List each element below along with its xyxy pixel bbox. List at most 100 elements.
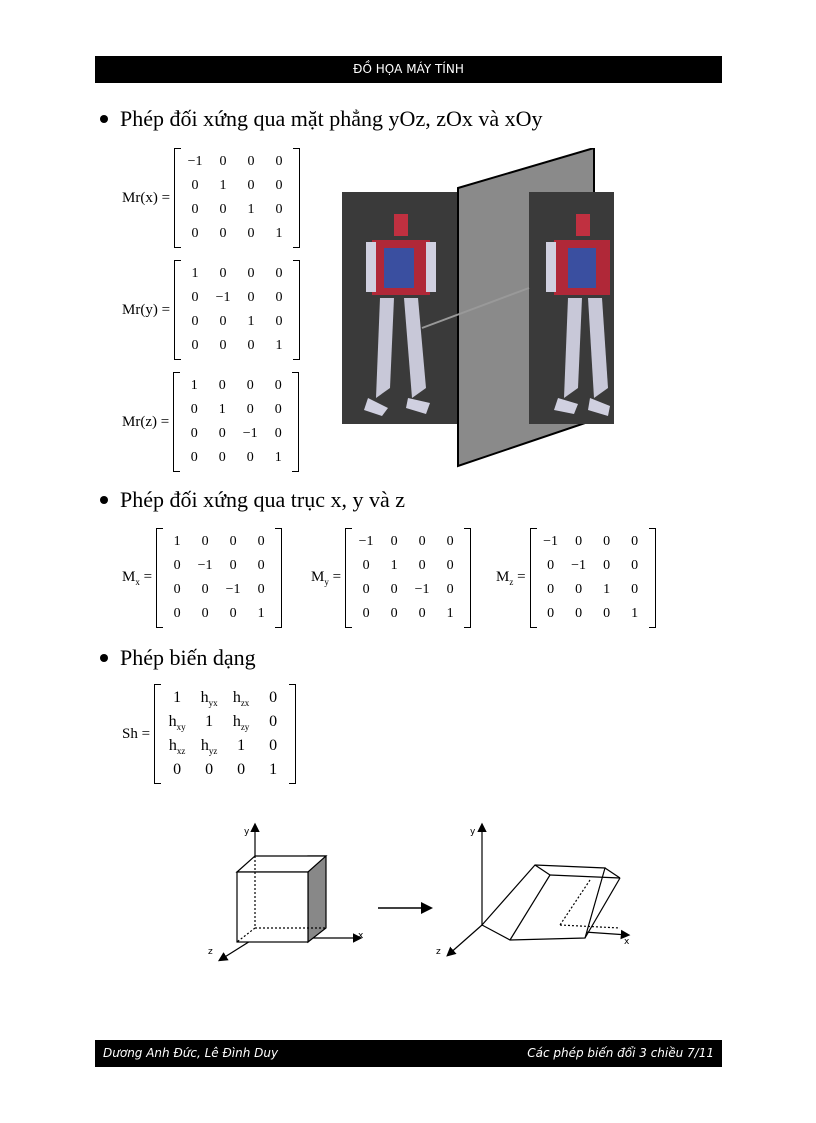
matrix-cell: 0: [229, 606, 237, 621]
matrix-cell: 0: [390, 534, 398, 549]
cell-base: 1: [173, 689, 182, 706]
matrix-cell: −1: [571, 558, 587, 573]
matrix-cell: 1: [219, 178, 227, 193]
z-axis-label: z: [208, 947, 213, 957]
matrix-cell: hyz: [193, 734, 225, 758]
matrix-cell: 0: [218, 378, 226, 393]
label-eq: =: [143, 569, 153, 585]
matrix-cell: 0: [190, 450, 198, 465]
cell-base: 0: [269, 713, 278, 730]
matrix-label: Mr(z) =: [122, 413, 170, 430]
mirror-reflection-illustration: [342, 148, 614, 468]
matrix-cell: 0: [219, 226, 227, 241]
matrix-cell: 0: [193, 758, 225, 782]
label-sub: x: [135, 577, 140, 587]
matrix-cell: 0: [219, 266, 227, 281]
matrix-cell: 1: [190, 378, 198, 393]
label-sub: z: [509, 577, 514, 587]
page-footer: Dương Anh Đức, Lê Đình Duy Các phép biến…: [95, 1040, 722, 1067]
matrix-label: Mr(y) =: [122, 301, 171, 318]
matrix-cell: 1: [631, 606, 639, 621]
matrix-cell: 1: [161, 686, 193, 710]
matrix-cell: 0: [418, 558, 426, 573]
shear-diagram: y x z y x z: [208, 822, 631, 962]
label-base: M: [311, 569, 325, 585]
matrix-cell: 0: [218, 426, 226, 441]
matrix-cell: 0: [229, 558, 237, 573]
z-axis-label: z: [436, 947, 441, 957]
edge: [534, 864, 551, 876]
matrix-cell: 0: [191, 178, 199, 193]
cell-base: 1: [237, 737, 246, 754]
cell-subscript: xz: [176, 746, 186, 757]
matrix-cell: 1: [257, 758, 289, 782]
matrix-cell: 0: [603, 606, 611, 621]
matrix-cell: −1: [414, 582, 430, 597]
cell-subscript: xy: [176, 722, 186, 733]
matrix-cell: 0: [446, 534, 454, 549]
matrix-cell: 0: [631, 582, 639, 597]
matrix-cell: 0: [257, 534, 265, 549]
matrix-cell: 1: [275, 226, 283, 241]
label-base: M: [122, 569, 136, 585]
robot-figure-right-visible: [546, 214, 610, 416]
cube-front-face: [236, 871, 309, 943]
cell-base: 0: [173, 761, 182, 778]
matrix-cell: 1: [218, 402, 226, 417]
matrix-cell: 0: [190, 426, 198, 441]
matrix-cell: 0: [418, 606, 426, 621]
cell-subscript: zx: [240, 698, 250, 709]
matrix-cell: 0: [362, 582, 370, 597]
matrix-cell: 0: [275, 290, 283, 305]
matrix-cell: 0: [575, 582, 583, 597]
matrix-cell: hzy: [225, 710, 257, 734]
matrix-label: My =: [311, 569, 341, 587]
matrix-cell: 0: [257, 710, 289, 734]
cube-original: [217, 822, 363, 962]
matrix-cell: 1: [603, 582, 611, 597]
matrix-cell: −1: [358, 534, 374, 549]
matrix-cell: 0: [246, 378, 254, 393]
cube-sheared: [446, 822, 631, 957]
matrix-cell: 0: [274, 378, 282, 393]
matrix-cell: 1: [191, 266, 199, 281]
z-axis: [446, 924, 483, 957]
y-axis-label: y: [244, 827, 250, 837]
matrix-cell: 0: [190, 402, 198, 417]
cell-base: 0: [237, 761, 246, 778]
matrix-cell: 0: [219, 154, 227, 169]
matrix-cell: 0: [603, 558, 611, 573]
matrix-label: Sh =: [122, 725, 151, 742]
bullet-icon: [100, 495, 108, 504]
matrix-cell: 1: [173, 534, 181, 549]
robot-figure-left: [364, 214, 436, 416]
matrix-cell: 0: [575, 534, 583, 549]
matrix-cell: 0: [547, 582, 555, 597]
matrix-cell: 0: [362, 606, 370, 621]
matrix-cell: 0: [275, 154, 283, 169]
matrix-cell: 0: [257, 558, 265, 573]
matrix-cell: 0: [247, 226, 255, 241]
cell-base: 1: [269, 761, 278, 778]
matrix-cell: 0: [446, 558, 454, 573]
cell-base: h: [232, 689, 241, 706]
matrix-cell: 0: [246, 402, 254, 417]
cell-subscript: zy: [240, 722, 250, 733]
page-header: ĐỒ HỌA MÁY TÍNH: [95, 56, 722, 83]
cell-subscript: yx: [208, 698, 218, 709]
matrix-cell: hzx: [225, 686, 257, 710]
edge: [584, 877, 621, 939]
matrix-cell: 0: [631, 558, 639, 573]
matrix-cell: 1: [247, 202, 255, 217]
matrix-cell: −1: [187, 154, 203, 169]
cell-base: h: [232, 713, 241, 730]
